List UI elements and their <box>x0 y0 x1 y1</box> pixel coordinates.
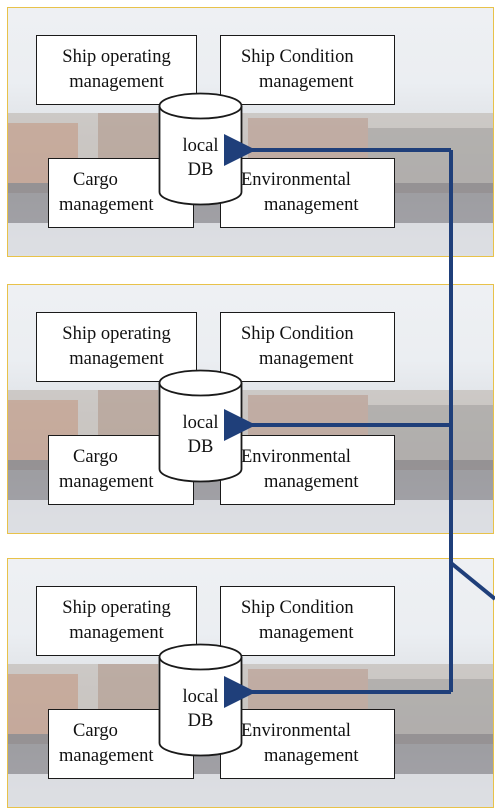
ship-operating-management-box: Ship operating management <box>36 586 197 656</box>
environmental-line1: Environmental <box>241 721 351 741</box>
ship-operating-line1: Ship operating <box>62 598 171 618</box>
ship-condition-line1: Ship Condition <box>241 47 354 67</box>
ship-panel-3: Ship operating management Ship Condition… <box>7 558 494 808</box>
ship-operating-line2: management <box>69 72 164 92</box>
cargo-line2: management <box>59 195 154 215</box>
ship-operating-line1: Ship operating <box>62 324 171 344</box>
cargo-line2: management <box>59 472 154 492</box>
db-label-line1: local <box>182 413 219 433</box>
ship-operating-line2: management <box>69 349 164 369</box>
cargo-line1: Cargo <box>73 170 118 190</box>
local-db-cylinder <box>158 643 243 757</box>
ship-condition-line2: management <box>259 72 354 92</box>
db-label-line1: local <box>182 136 219 156</box>
environmental-line2: management <box>264 195 359 215</box>
db-label-line2: DB <box>187 711 214 731</box>
ship-condition-line1: Ship Condition <box>241 598 354 618</box>
cargo-line1: Cargo <box>73 447 118 467</box>
environmental-line2: management <box>264 472 359 492</box>
environmental-line1: Environmental <box>241 170 351 190</box>
environmental-management-box: Environmental management <box>220 709 395 779</box>
ship-condition-management-box: Ship Condition management <box>220 312 395 382</box>
db-label-line1: local <box>182 687 219 707</box>
db-label-line2: DB <box>187 160 214 180</box>
cargo-line2: management <box>59 746 154 766</box>
local-db-cylinder <box>158 369 243 483</box>
environmental-management-box: Environmental management <box>220 158 395 228</box>
ship-condition-management-box: Ship Condition management <box>220 586 395 656</box>
ship-operating-management-box: Ship operating management <box>36 35 197 105</box>
db-label-line2: DB <box>187 437 214 457</box>
ship-operating-management-box: Ship operating management <box>36 312 197 382</box>
ship-condition-management-box: Ship Condition management <box>220 35 395 105</box>
ship-background <box>8 390 493 533</box>
ship-operating-line2: management <box>69 623 164 643</box>
local-db-cylinder <box>158 92 243 206</box>
environmental-management-box: Environmental management <box>220 435 395 505</box>
ship-panel-1: Ship operating management Ship Condition… <box>7 7 494 257</box>
environmental-line1: Environmental <box>241 447 351 467</box>
ship-panel-2: Ship operating management Ship Condition… <box>7 284 494 534</box>
ship-condition-line2: management <box>259 349 354 369</box>
cargo-line1: Cargo <box>73 721 118 741</box>
ship-condition-line1: Ship Condition <box>241 324 354 344</box>
ship-condition-line2: management <box>259 623 354 643</box>
ship-operating-line1: Ship operating <box>62 47 171 67</box>
environmental-line2: management <box>264 746 359 766</box>
